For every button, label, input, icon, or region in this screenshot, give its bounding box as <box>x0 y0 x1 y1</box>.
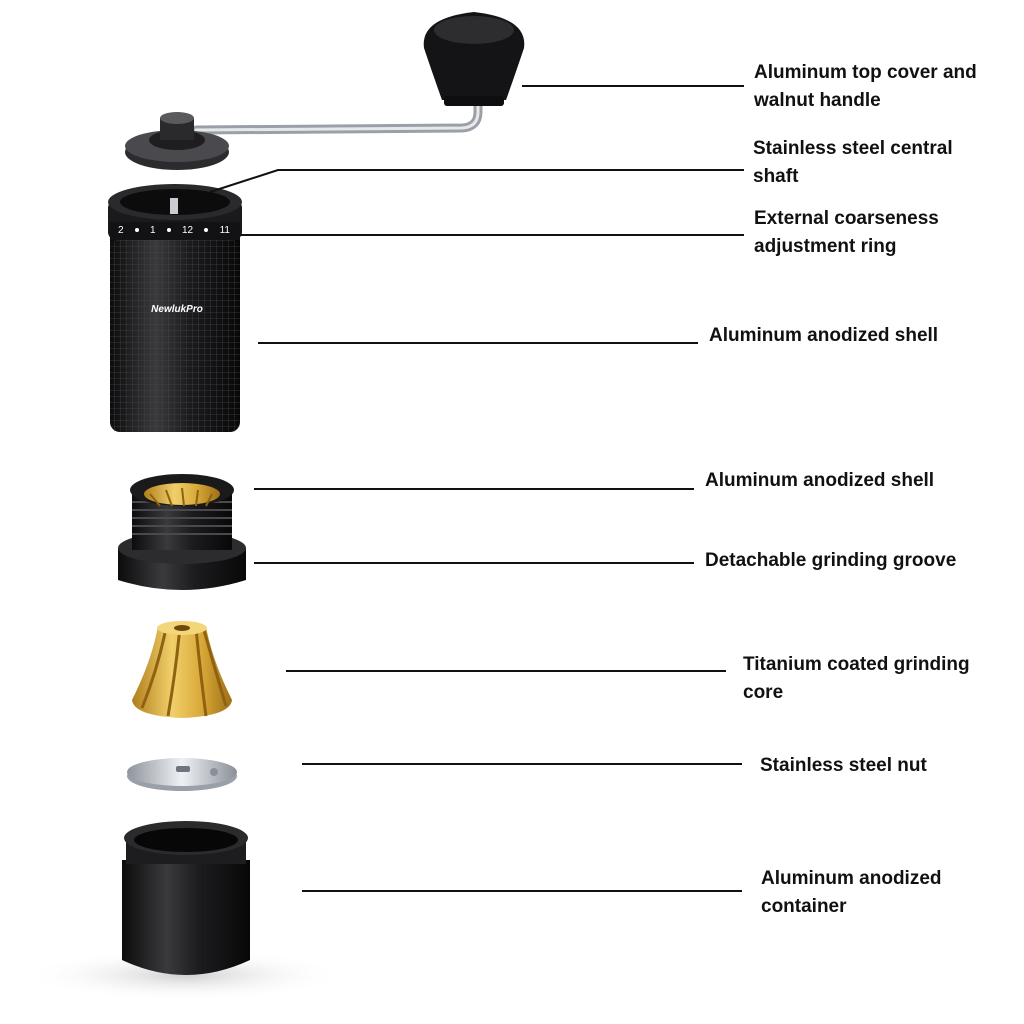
grinding-groove-housing <box>118 474 246 590</box>
callout-line: Aluminum anodized <box>761 868 942 889</box>
callout-steel-nut: Stainless steel nut <box>760 752 927 780</box>
leader-line-handle <box>522 85 744 87</box>
callout-line: Detachable grinding groove <box>705 550 957 571</box>
callout-line: Titanium coated grinding <box>743 654 970 675</box>
burr-core <box>132 621 232 718</box>
callout-adjustment-ring: External coarseness adjustment ring <box>754 205 939 261</box>
callout-line: core <box>743 682 784 703</box>
callout-line: shaft <box>753 166 799 187</box>
callout-line: Stainless steel nut <box>760 755 927 776</box>
callout-line: Aluminum anodized shell <box>709 325 939 346</box>
callout-line: Aluminum anodized shell <box>705 470 935 491</box>
leader-line-adjustment-ring <box>236 234 744 236</box>
steel-nut <box>127 758 237 791</box>
leader-line-groove-shell <box>254 488 694 490</box>
grinder-body-shell <box>108 184 242 432</box>
callout-line: adjustment ring <box>754 236 897 257</box>
dial-dot <box>166 228 171 232</box>
dial-mark: 2 <box>118 224 124 236</box>
dial-mark: 1 <box>150 224 156 236</box>
dial-dot <box>204 228 209 232</box>
callout-line: walnut handle <box>754 90 881 111</box>
leader-line-burr <box>286 670 726 672</box>
leader-line-nut <box>302 763 742 765</box>
callout-line: container <box>761 896 847 917</box>
callout-container: Aluminum anodized container <box>761 865 942 921</box>
callout-grinding-core: Titanium coated grinding core <box>743 651 970 707</box>
dial-dot <box>134 228 139 232</box>
callout-central-shaft: Stainless steel central shaft <box>753 135 953 191</box>
callout-line: External coarseness <box>754 208 939 229</box>
callout-line: Aluminum top cover and <box>754 62 977 83</box>
dial-mark: 12 <box>182 224 194 236</box>
brand-logo: NewlukPro <box>151 304 203 315</box>
leader-line-body-shell <box>258 342 698 344</box>
catch-container <box>25 821 345 1001</box>
callout-line: Stainless steel central <box>753 138 953 159</box>
callout-grinding-groove: Detachable grinding groove <box>705 547 956 575</box>
callout-body-shell: Aluminum anodized shell <box>709 322 938 350</box>
coarseness-dial-marks: 2 1 12 11 <box>118 223 230 237</box>
callout-top-cover-handle: Aluminum top cover and walnut handle <box>754 59 977 115</box>
leader-line-container <box>302 890 742 892</box>
dial-mark: 11 <box>219 224 230 236</box>
leader-line-grinding-groove <box>254 562 694 564</box>
handle-assembly <box>125 12 525 170</box>
callout-groove-shell: Aluminum anodized shell <box>705 467 934 495</box>
